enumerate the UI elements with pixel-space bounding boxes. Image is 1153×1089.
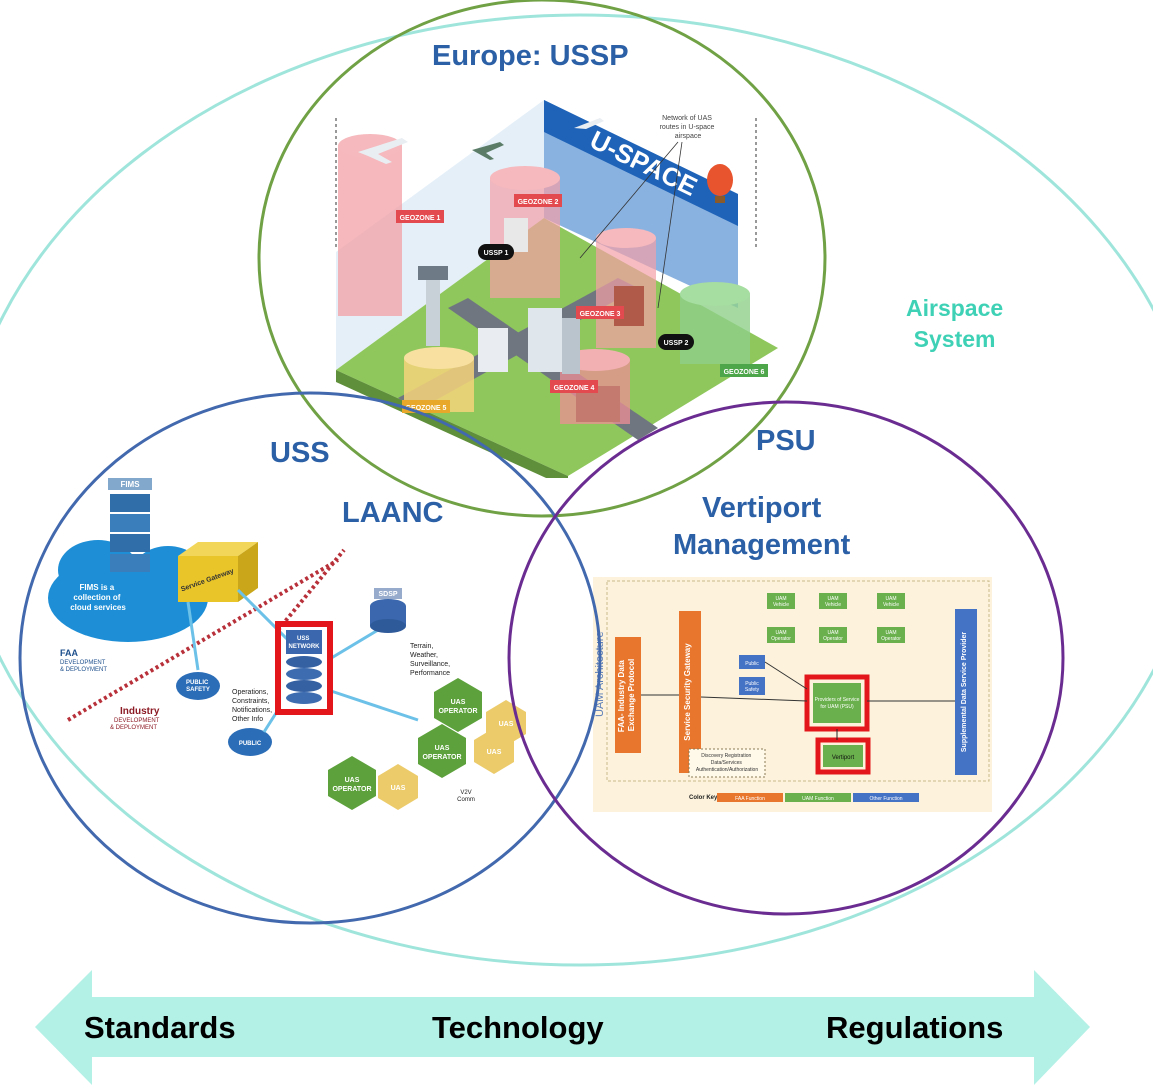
- service-security-gateway-box: [679, 611, 701, 773]
- psu-title: PSU: [756, 425, 816, 457]
- fims-cloud-text: FIMS is a collection of cloud services: [70, 583, 126, 612]
- svg-text:UAS: UAS: [499, 721, 514, 728]
- uss-circle: [18, 391, 602, 925]
- svg-text:DEVELOPMENT & DEPLOYMENT: DEVELOPMENT & DEPLOYMENT: [110, 718, 161, 731]
- geozone-label-1: GEOZONE 1: [400, 215, 441, 222]
- public-safety-node: [176, 672, 220, 700]
- color-key-label: Color Key: [689, 795, 718, 801]
- arrow-label-regulations: Regulations: [826, 1010, 1004, 1045]
- psu-circle: [507, 400, 1065, 916]
- sdsp-box: [955, 609, 977, 775]
- svg-text:Other Function: Other Function: [869, 796, 902, 802]
- svg-text:Public: Public: [745, 661, 759, 667]
- uam-architecture-illustration: UAM Architecture FAA- Industry Data Exch…: [593, 577, 992, 812]
- svg-text:UAS: UAS: [487, 749, 502, 756]
- svg-text:Supplemental Data Service Prov: Supplemental Data Service Provider: [961, 632, 968, 752]
- uss-title: USS: [270, 437, 330, 469]
- vertiport-management-title: Vertiport Management: [673, 492, 851, 561]
- arrow-label-standards: Standards: [84, 1010, 236, 1045]
- uss-laanc-illustration: FIMS is a collection of cloud services F…: [48, 478, 526, 810]
- fims-server-stack: [110, 494, 150, 572]
- vertiport-highlight: [815, 737, 871, 775]
- geozone-cylinder-3: [596, 228, 656, 348]
- svg-text:PUBLIC: PUBLIC: [239, 741, 262, 747]
- arrow-label-technology: Technology: [432, 1010, 604, 1045]
- svg-text:UAM Function: UAM Function: [802, 796, 834, 802]
- airspace-system-label: Airspace System: [906, 295, 1004, 352]
- geozone-label-4: GEOZONE 4: [554, 385, 595, 392]
- svg-text:Vertiport: Vertiport: [832, 755, 855, 761]
- ussp-1-label: USSP 1: [484, 250, 509, 257]
- ussp-2-label: USSP 2: [664, 340, 689, 347]
- svg-text:PUBLIC SAFETY: PUBLIC SAFETY: [186, 680, 210, 693]
- svg-text:DEVELOPMENT & DEPLOYMENT: DEVELOPMENT & DEPLOYMENT: [60, 660, 107, 673]
- geozone-label-5: GEOZONE 5: [406, 405, 447, 412]
- industry-dev-label: Industry: [120, 706, 160, 717]
- faa-dev-label: FAA: [60, 648, 79, 658]
- svg-text:FIMS: FIMS: [120, 480, 140, 489]
- u-space-illustration: U-SPACE GEOZONE 1 GEOZONE 2 GEOZONE 3 GE…: [335, 100, 778, 478]
- europe-ussp-title: Europe: USSP: [432, 40, 629, 72]
- svg-text:Terrain, Weather, Surv: Terrain, Weather, Surveillance, Performa…: [410, 643, 452, 677]
- geozone-cylinder-1: [338, 134, 402, 316]
- faa-protocol-box: [615, 637, 641, 753]
- geozone-label-3: GEOZONE 3: [580, 311, 621, 318]
- svg-text:Service Security Gateway: Service Security Gateway: [683, 643, 692, 741]
- svg-text:Discovery Registration Dat: Discovery Registration Data/Services Aut…: [696, 753, 758, 773]
- public-safety-box: [739, 677, 765, 695]
- service-gateway-block: [178, 556, 238, 602]
- uss-network-highlight: [275, 621, 333, 715]
- svg-text:FAA Function: FAA Function: [735, 796, 765, 802]
- public-node: [228, 728, 272, 756]
- ussp-network-note: Network of UAS routes in U-space airspac…: [660, 115, 717, 140]
- europe-circle: [257, 0, 827, 518]
- svg-text:FAA- Industry Data Exchang: FAA- Industry Data Exchange Protocol: [617, 658, 636, 732]
- public-box: [739, 655, 765, 669]
- svg-text:Operations, Constraints,: Operations, Constraints, Notifications, …: [232, 689, 274, 723]
- geozone-cylinder-6: [680, 282, 750, 364]
- geozone-label-6: GEOZONE 6: [724, 369, 765, 376]
- laanc-title: LAANC: [342, 497, 444, 529]
- svg-text:UAS: UAS: [391, 785, 406, 792]
- svg-text:USS NETWORK: USS NETWORK: [289, 636, 321, 650]
- svg-text:SDSP: SDSP: [378, 591, 397, 598]
- geozone-label-2: GEOZONE 2: [518, 199, 559, 206]
